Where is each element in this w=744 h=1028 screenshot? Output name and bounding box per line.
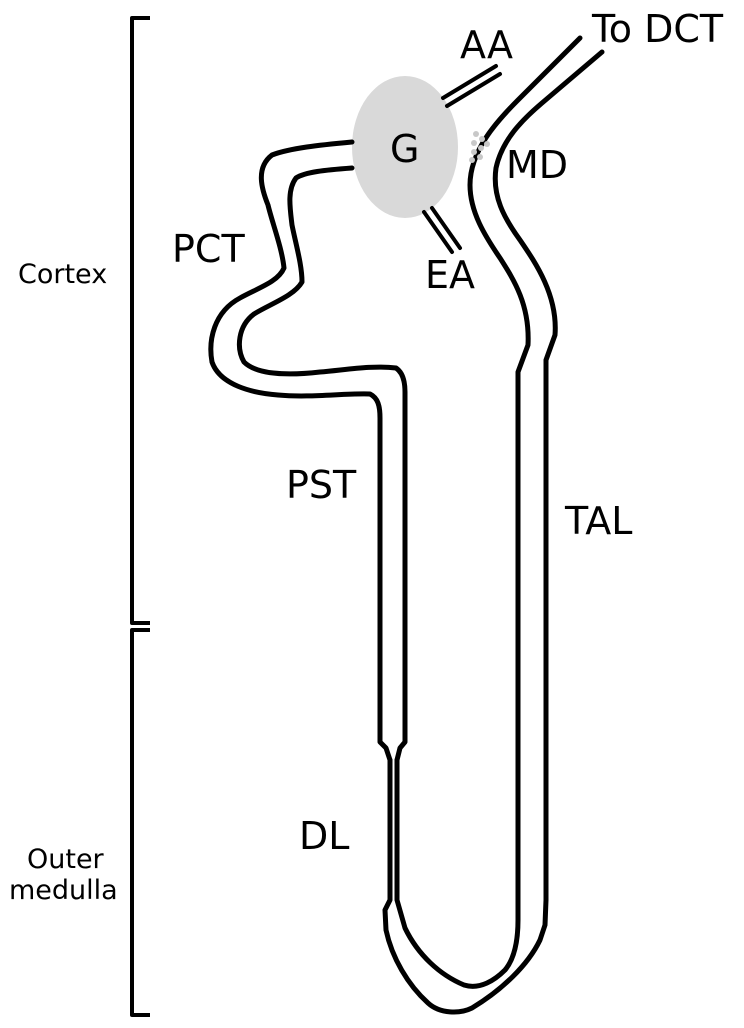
- macula-densa-label: MD: [506, 143, 568, 187]
- proximal-tubule: [208, 139, 408, 763]
- tal-label: TAL: [564, 499, 632, 543]
- aa-label: AA: [460, 23, 513, 67]
- cortex-label: Cortex: [18, 259, 107, 290]
- afferent-arteriole: [441, 64, 502, 108]
- glomerulus-label: G: [390, 127, 419, 171]
- outer-medulla-label-line2: medulla: [9, 875, 118, 906]
- dl-label: DL: [299, 814, 349, 858]
- to-dct-label: To DCT: [591, 7, 724, 51]
- efferent-arteriole-label: EA: [425, 253, 475, 297]
- glomerulus-shape: [352, 76, 458, 218]
- cortex-bracket: [130, 16, 150, 625]
- loop-of-henle: [382, 35, 605, 1015]
- outer-medulla-label-line1: Outer: [27, 844, 105, 875]
- macula-densa-cells: [469, 131, 490, 163]
- efferent-arteriole: [422, 206, 462, 254]
- pst-label: PST: [286, 463, 357, 507]
- outer-medulla-bracket: [130, 628, 150, 1017]
- pct-label: PCT: [172, 227, 245, 271]
